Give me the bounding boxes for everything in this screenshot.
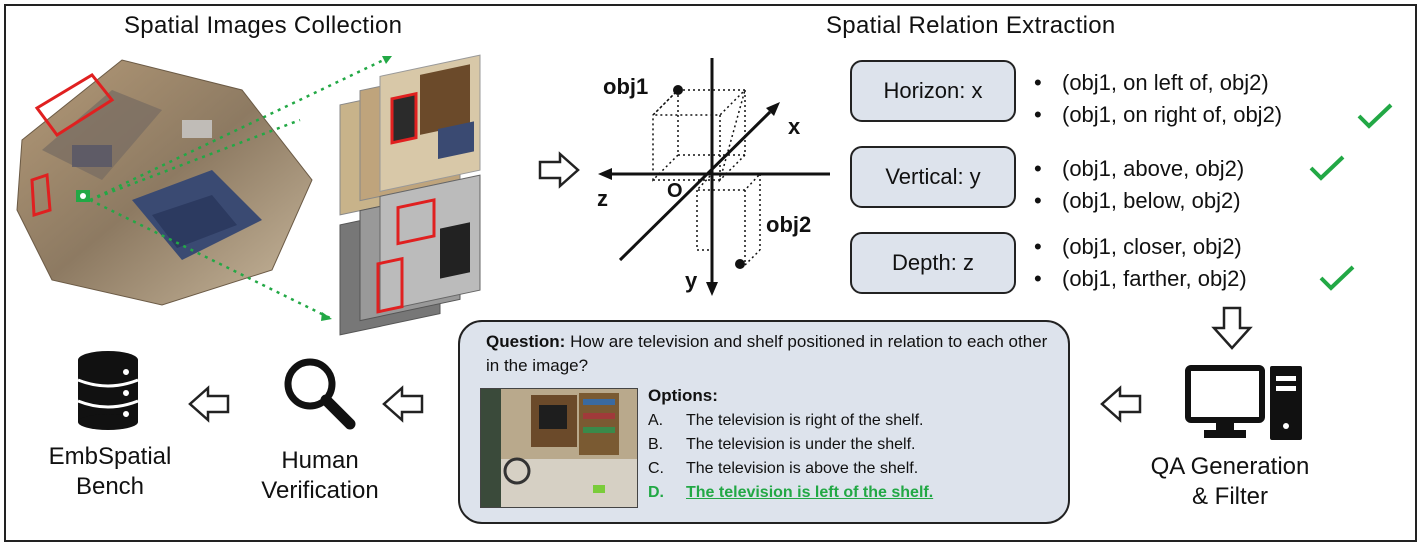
pill-vertical-label: Vertical: y <box>885 164 981 189</box>
option-c: C. The television is above the shelf. <box>648 460 918 478</box>
relation-text: (obj1, above, obj2) <box>1062 156 1245 181</box>
figure-frame <box>4 4 1417 542</box>
stage-bench-line1: EmbSpatial <box>48 443 172 470</box>
stage-human-line1: Human <box>281 447 359 474</box>
bullet: • <box>1034 234 1042 259</box>
question-image <box>480 388 638 508</box>
relation-text: (obj1, below, obj2) <box>1062 188 1241 213</box>
check-icon <box>1357 103 1393 129</box>
option-d-correct: D. The television is left of the shelf. <box>648 484 933 502</box>
relation-text: (obj1, on left of, obj2) <box>1062 70 1269 95</box>
database-icon <box>77 351 139 430</box>
arrow-left-icon <box>1100 385 1142 423</box>
relation-text: (obj1, farther, obj2) <box>1062 266 1247 291</box>
check-icon <box>1309 155 1345 181</box>
option-key: D. <box>648 484 664 501</box>
title-collection: Spatial Images Collection <box>124 12 403 39</box>
question-text: How are television and shelf positioned … <box>486 332 1048 375</box>
bullet: • <box>1034 156 1042 181</box>
relation-item: • (obj1, above, obj2) <box>1034 156 1244 182</box>
arrow-right-icon <box>538 151 580 189</box>
label-obj1: obj1 <box>603 74 649 99</box>
relation-item: • (obj1, closer, obj2) <box>1034 234 1242 260</box>
option-text: The television is above the shelf. <box>686 460 919 477</box>
relation-text: (obj1, closer, obj2) <box>1062 234 1242 259</box>
magnifier-icon <box>284 358 356 430</box>
option-b: B. The television is under the shelf. <box>648 436 915 454</box>
label-origin: O <box>667 180 683 202</box>
relation-item: • (obj1, on right of, obj2) <box>1034 102 1282 128</box>
pill-horizon: Horizon: x <box>850 60 1016 122</box>
rgb-image-stack <box>339 54 481 216</box>
question: Question: How are television and shelf p… <box>486 330 1056 378</box>
pill-vertical: Vertical: y <box>850 146 1016 208</box>
relation-item: • (obj1, below, obj2) <box>1034 188 1241 214</box>
arrow-down-icon <box>1211 306 1253 350</box>
scene-3d-image <box>16 59 313 306</box>
relation-item: • (obj1, farther, obj2) <box>1034 266 1247 292</box>
arrow-left-icon <box>382 385 424 423</box>
label-axis-y: y <box>685 268 698 293</box>
bullet: • <box>1034 266 1042 291</box>
option-a: A. The television is right of the shelf. <box>648 412 923 430</box>
coordinate-axes-diagram <box>598 58 830 296</box>
label-obj2: obj2 <box>766 212 812 237</box>
option-key: B. <box>648 436 664 453</box>
label-axis-z: z <box>597 186 608 211</box>
pill-depth: Depth: z <box>850 232 1016 294</box>
qa-example-box: Question: How are television and shelf p… <box>458 320 1070 524</box>
option-text: The television is left of the shelf. <box>686 484 934 501</box>
option-key: C. <box>648 460 664 477</box>
bullet: • <box>1034 70 1042 95</box>
stage-embspatial-bench: EmbSpatial Bench <box>20 442 200 502</box>
option-text: The television is under the shelf. <box>686 436 916 453</box>
relation-text: (obj1, on right of, obj2) <box>1062 102 1283 127</box>
title-extraction: Spatial Relation Extraction <box>826 12 1116 39</box>
pill-depth-label: Depth: z <box>892 250 974 275</box>
computer-icon <box>1185 365 1302 440</box>
arrow-left-icon <box>188 385 230 423</box>
stage-qa-generation: QA Generation & Filter <box>1130 452 1330 512</box>
option-key: A. <box>648 412 664 429</box>
check-icon <box>1319 265 1355 291</box>
relation-item: • (obj1, on left of, obj2) <box>1034 70 1269 96</box>
stage-human-verification: Human Verification <box>240 446 400 506</box>
stage-qa-line2: & Filter <box>1191 483 1268 510</box>
pill-horizon-label: Horizon: x <box>883 78 983 103</box>
bullet: • <box>1034 188 1042 213</box>
label-axis-x: x <box>788 114 801 139</box>
stage-qa-line1: QA Generation <box>1150 453 1310 480</box>
option-text: The television is right of the shelf. <box>686 412 924 429</box>
stage-bench-line2: Bench <box>75 473 145 500</box>
bullet: • <box>1034 102 1042 127</box>
depth-image-stack <box>339 174 481 336</box>
options-label: Options: <box>648 386 718 405</box>
stage-human-line2: Verification <box>261 477 379 504</box>
question-label: Question: <box>486 332 566 351</box>
